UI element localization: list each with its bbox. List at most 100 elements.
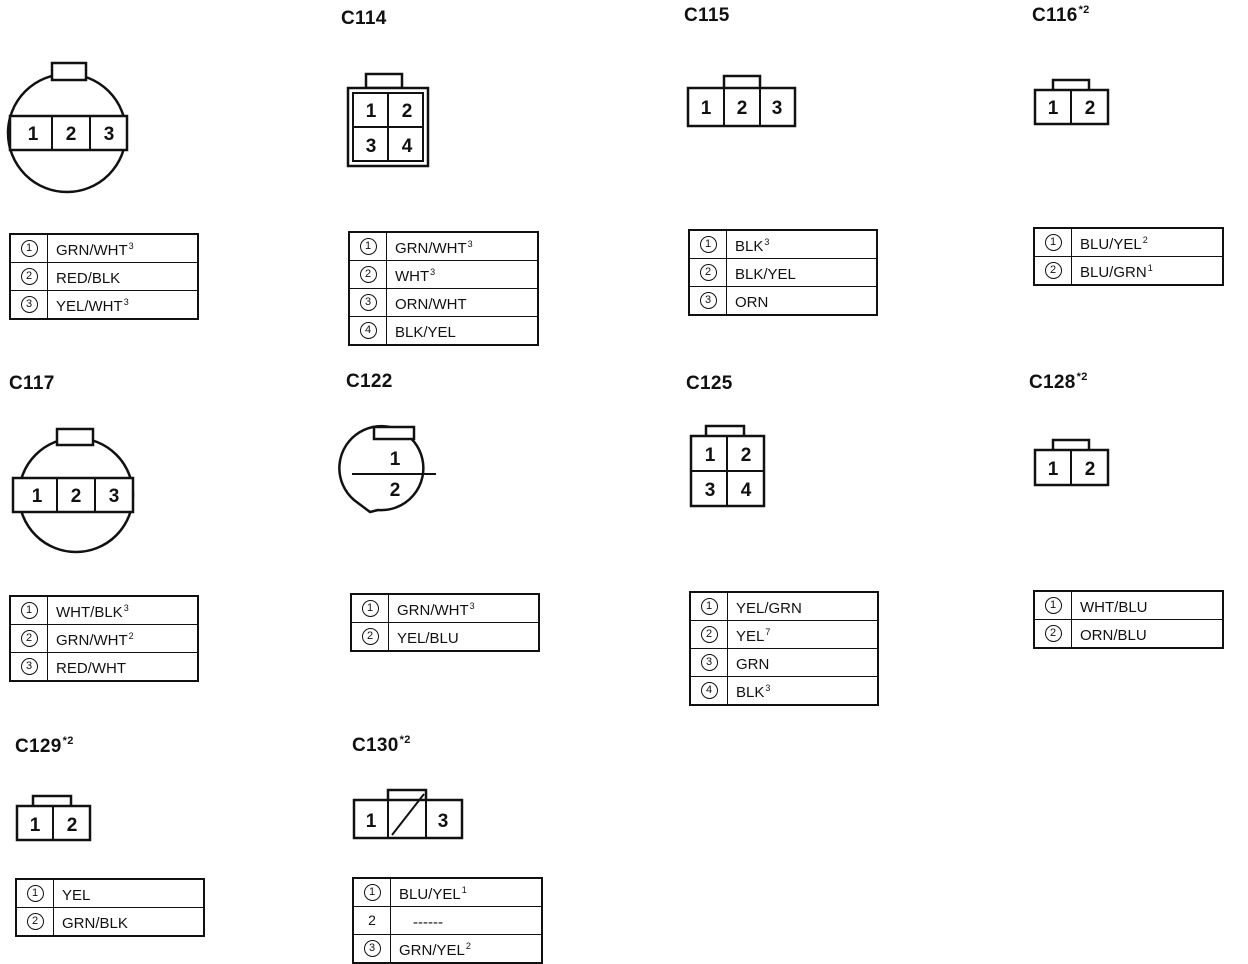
connector-face-c125: 1 2 3 4 — [689, 424, 766, 508]
table-row: 3 ORN/WHT — [349, 288, 538, 317]
pin-label: 1 — [30, 815, 41, 836]
pin-label: 1 — [390, 449, 401, 470]
pin-label: 2 — [1085, 98, 1096, 119]
pin-number: 2 — [361, 628, 379, 646]
pin-number: 2 — [699, 264, 717, 282]
wire-note: 3 — [469, 601, 475, 611]
pin-number: 1 — [361, 600, 379, 618]
table-row: 2 YEL7 — [690, 620, 878, 649]
wire-note: 1 — [461, 885, 467, 895]
table-row: 1 YEL/GRN — [690, 592, 878, 621]
pin-number: 2 — [368, 912, 376, 929]
connector-face-c130: 1 3 — [352, 788, 464, 840]
wire-color: GRN/YEL — [399, 942, 465, 959]
pin-number: 1 — [20, 602, 38, 620]
wire-color: ORN/BLU — [1080, 627, 1147, 644]
pin-label: 2 — [402, 101, 413, 122]
table-row: 1 WHT/BLU — [1034, 591, 1223, 620]
wire-note: 2 — [1142, 235, 1148, 245]
pin-number: 1 — [700, 598, 718, 616]
footnote-mark: *2 — [62, 735, 74, 747]
wire-color: GRN — [736, 656, 770, 673]
connector-title-c125: C125 — [686, 373, 733, 394]
pin-number: 3 — [699, 292, 717, 310]
footnote-mark: *2 — [1076, 371, 1088, 383]
pin-number: 3 — [359, 294, 377, 312]
pin-number: 2 — [1044, 262, 1062, 280]
connector-title-c114: C114 — [341, 8, 387, 29]
wire-note: 3 — [128, 241, 134, 251]
pin-number: 1 — [1044, 597, 1062, 615]
wire-note: 1 — [1147, 263, 1153, 273]
pin-label: 3 — [705, 480, 716, 501]
connector-face-first: 1 2 3 — [6, 61, 129, 194]
pin-number: 1 — [363, 884, 381, 902]
pin-label: 1 — [366, 101, 377, 122]
pin-number: 2 — [700, 626, 718, 644]
wire-color: BLK — [736, 684, 765, 701]
wire-color: YEL — [736, 628, 765, 645]
pin-label: 2 — [390, 480, 401, 501]
pin-number: 3 — [20, 296, 38, 314]
pin-label: 3 — [772, 98, 783, 119]
wire-color: ORN/WHT — [395, 296, 467, 313]
pin-label: 1 — [32, 486, 43, 507]
wire-note: 7 — [765, 627, 771, 637]
wire-note: 3 — [123, 603, 129, 613]
table-row: 2 YEL/BLU — [351, 622, 539, 651]
pin-number: 1 — [359, 238, 377, 256]
footnote-mark: *2 — [399, 734, 411, 746]
wire-color: WHT/BLK — [56, 604, 123, 621]
pin-label: 2 — [71, 486, 82, 507]
pin-number: 4 — [700, 682, 718, 700]
wire-color: WHT/BLU — [1080, 599, 1148, 616]
pin-number: 2 — [26, 913, 44, 931]
connector-title-c128: C128*2 — [1029, 371, 1088, 393]
wire-note: 3 — [430, 267, 436, 277]
pin-label: 3 — [104, 124, 115, 145]
pin-label: 3 — [109, 486, 120, 507]
wire-color: GRN/WHT — [395, 240, 467, 257]
table-row: 1 WHT/BLK3 — [10, 596, 198, 625]
wire-color: YEL/GRN — [736, 600, 802, 617]
connector-title-c130: C130*2 — [352, 734, 411, 756]
wire-color: YEL — [62, 887, 91, 904]
wire-color: YEL/BLU — [397, 630, 459, 647]
pin-label: 2 — [1085, 459, 1096, 480]
wire-color: ORN — [735, 294, 769, 311]
pin-number: 3 — [363, 940, 381, 958]
connector-face-c117: 1 2 3 — [11, 427, 135, 554]
connector-title-c116: C116*2 — [1032, 4, 1090, 26]
wire-color: GRN/BLK — [62, 915, 128, 932]
wire-color: BLU/GRN — [1080, 264, 1147, 281]
pin-label: 2 — [741, 445, 752, 466]
wire-color: WHT — [395, 268, 430, 285]
pin-number: 1 — [20, 240, 38, 258]
pin-label: 4 — [402, 136, 413, 157]
wire-color: RED/BLK — [56, 270, 121, 287]
pin-label: 3 — [366, 136, 377, 157]
wire-color: YEL/WHT — [56, 298, 123, 315]
